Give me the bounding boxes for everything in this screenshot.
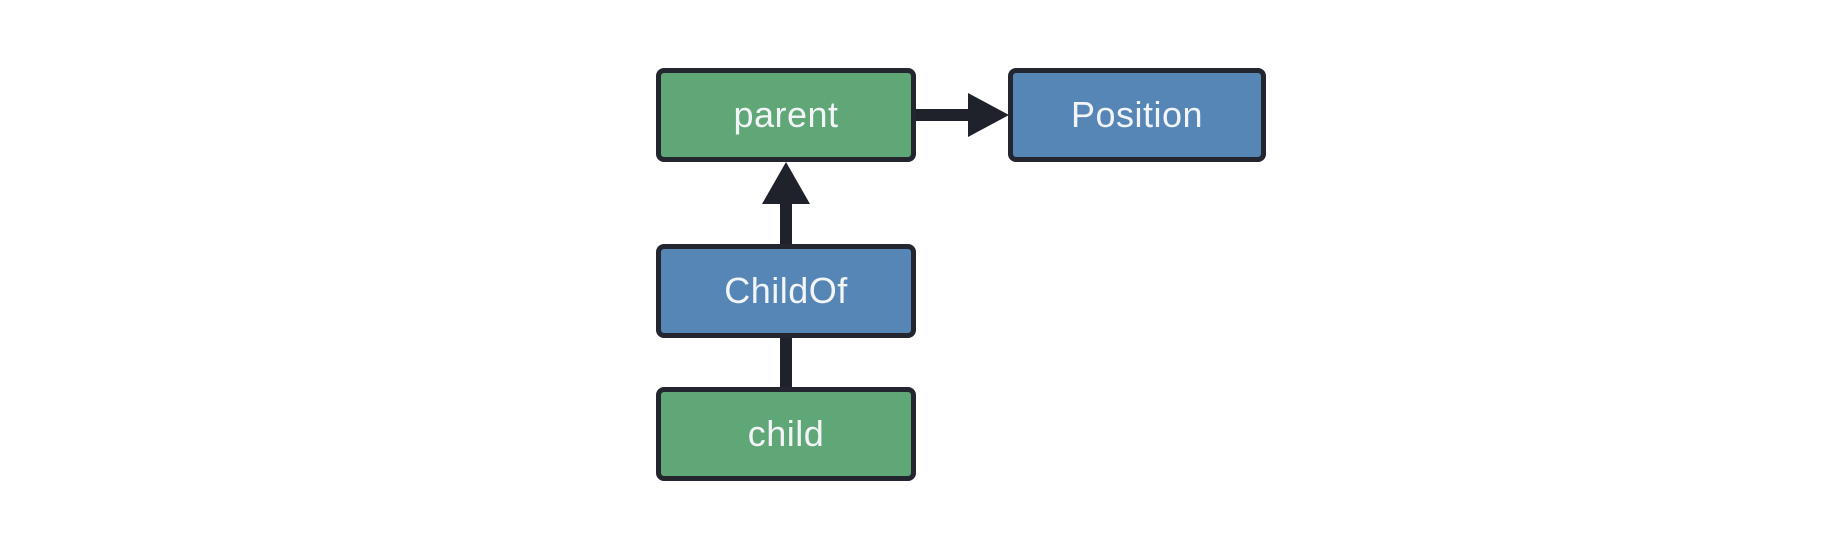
node-childof-label: ChildOf xyxy=(724,270,848,311)
node-parent-label: parent xyxy=(733,94,839,135)
edge-childof-to-parent xyxy=(762,162,810,246)
edge-child-to-childof xyxy=(780,336,792,389)
node-parent: parent xyxy=(656,68,916,162)
node-child: child xyxy=(656,387,916,481)
node-position: Position xyxy=(1008,68,1266,162)
node-child-label: child xyxy=(747,413,825,454)
edge-parent-to-position xyxy=(914,93,1009,137)
node-childof: ChildOf xyxy=(656,244,916,338)
node-position-label: Position xyxy=(1070,94,1204,135)
